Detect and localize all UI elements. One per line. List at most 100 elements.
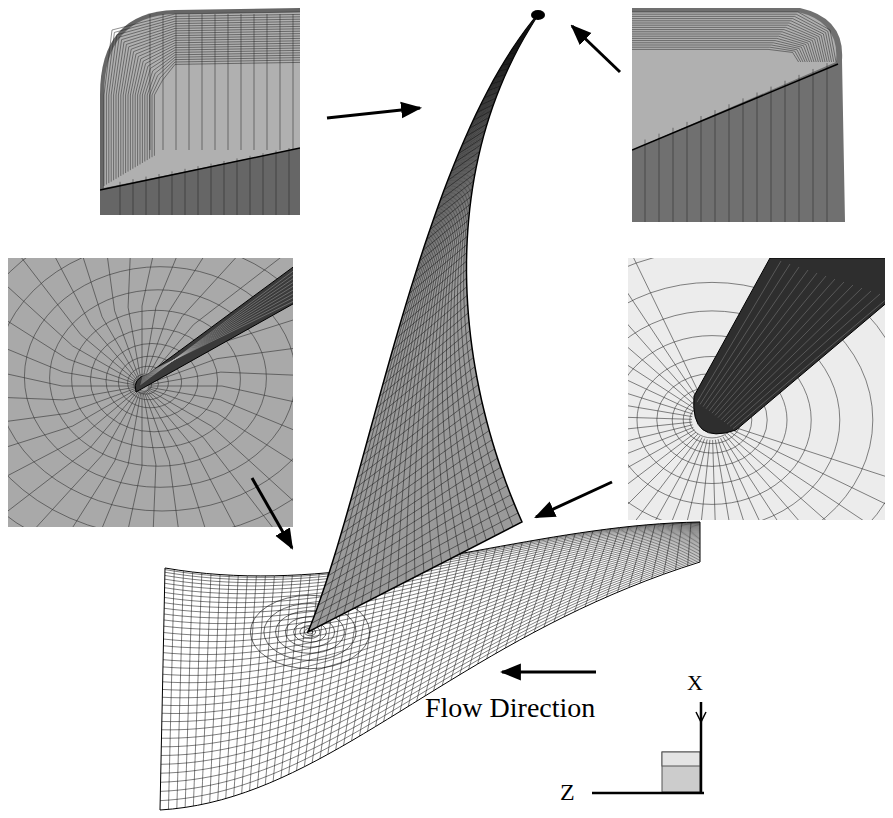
side-grid-line [293,14,294,150]
hub-grid-line [234,576,248,796]
radial-grid-line [91,258,140,380]
side-grid-line [757,93,758,223]
blade-surface [308,12,540,632]
side-grid-line [280,14,281,150]
callout-arrows [252,26,620,672]
side-grid-line [267,14,268,150]
radial-grid-line [144,392,193,527]
side-grid-line [729,104,730,222]
side-grid-line [771,87,772,222]
side-grid-line [176,14,177,150]
blade-grid-line [143,298,293,375]
radial-grid-line [681,440,710,520]
blade-grid-line [703,267,799,407]
blade-grid-line [438,12,540,559]
side-grid-line [785,81,786,222]
o-grid-ring [628,258,885,520]
blade-grid-line [140,266,293,385]
cap-grid-line [632,30,818,62]
blade-grid-line [709,273,817,411]
radial-grid-line [640,439,707,520]
cap-grid-line [632,25,823,62]
z-axis [592,792,704,795]
blade-grid-line [141,270,293,384]
radial-grid-line [8,347,136,386]
cap-grid-line [152,60,300,157]
leading-edge-inset [8,258,293,527]
side-grid-line [120,182,121,215]
cap-grid-line [632,36,812,62]
callout-arrow [572,26,620,72]
blade-side [632,8,845,222]
side-grid-line [146,177,147,215]
blade-grid-line [706,270,808,409]
cap-grid-line [632,47,801,62]
o-grid-ring [8,258,293,527]
hub-grid-line [161,553,700,755]
blade-grid-line [727,291,871,424]
hub-grid-line [185,572,192,807]
blade-grid-line [718,282,844,418]
blade-grid-line [433,12,540,563]
side-grid-line [813,69,814,222]
radial-grid-line [148,387,293,469]
radial-grid-line [148,388,293,510]
hub-grid-line [161,556,700,773]
radial-grid-line [628,427,693,520]
side-grid-line [687,122,688,222]
hub-grid-line [162,546,700,713]
blade-root [694,258,885,434]
o-grid-ring [8,258,293,527]
cap-grid-line [150,58,300,159]
cap-grid-line [118,26,300,177]
cap-grid-line [145,53,300,162]
radial-grid-line [147,389,293,527]
radial-grid-line [628,258,699,405]
radial-grid-line [628,292,694,411]
inset-ground [100,8,300,215]
side-grid-line [150,14,151,150]
callout-arrow [536,482,612,517]
flow-arrow [502,671,596,674]
radial-grid-line [721,438,840,520]
tip-cap [104,12,300,188]
cap-grid-line [133,41,300,169]
radial-grid-line [628,436,700,520]
side-grid-line [237,158,238,215]
radial-grid-line [8,387,136,400]
axis-label: Z [560,780,575,804]
radial-grid-line [47,258,139,381]
cap-grid-line [126,34,300,173]
hub-grid-line [162,547,700,721]
blade-grid-line [141,278,293,381]
radial-grid-line [718,439,802,520]
blade-grid-line [362,12,541,605]
blade-tip [531,10,545,20]
blade-grid-line [461,12,540,531]
blade-grid-line [454,12,540,540]
cap-grid-line [632,16,832,62]
blade-grid-line [715,279,835,415]
radial-grid-line [8,388,136,437]
blade-grid-line [457,12,540,536]
inset-ground [632,8,845,222]
blade-grid-line [142,294,293,376]
blade-root [135,262,293,392]
cap-grid-line [128,36,300,172]
cap-grid-line [135,43,300,167]
side-grid-line [645,140,646,222]
cap-grid-line [138,46,300,166]
cap-grid-line [632,14,834,62]
radial-grid-line [8,258,137,383]
blade-mesh [308,10,545,632]
blade-grid-line [442,12,540,554]
blade-grid-line [406,12,540,582]
radial-grid-line [103,392,142,527]
cap-grid-line [632,27,821,62]
radial-grid-line [723,437,875,520]
side-grid-line [715,110,716,222]
blade-grid-line [141,274,293,382]
tip-cap [632,12,836,150]
callout-arrow [252,478,292,548]
